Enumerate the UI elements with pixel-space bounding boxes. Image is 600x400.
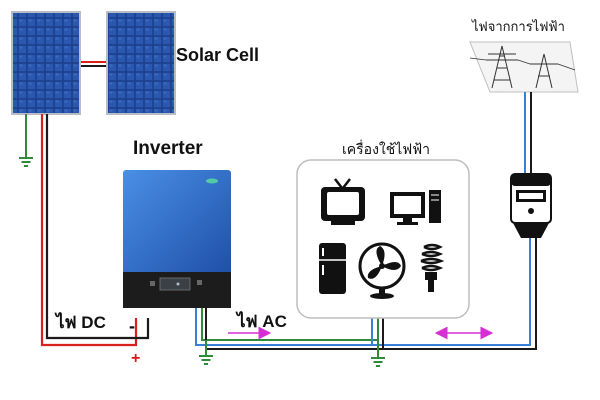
positive-terminal-label: +: [131, 350, 141, 367]
appliance-drops: [371, 318, 384, 349]
power-tower-icon: [469, 41, 579, 93]
negative-terminal-label: -: [129, 316, 135, 336]
ground-symbol-icon: [199, 340, 213, 365]
grid-wires: [524, 92, 532, 178]
electric-meter-icon: [510, 173, 552, 238]
fridge-icon: [319, 243, 346, 294]
solar-panel-icon: [11, 11, 176, 115]
ground-symbol-icon: [19, 157, 33, 167]
fan-icon: [358, 242, 406, 299]
tv-icon: [321, 178, 365, 225]
inverter-device-icon: [123, 170, 231, 308]
computer-icon: [390, 190, 441, 225]
panel-ground-wire: [19, 114, 33, 167]
grid-label: ไฟจากการไฟฟ้า: [472, 20, 565, 35]
dc-label: ไฟ DC: [56, 313, 106, 332]
inverter-ac-wires: [195, 238, 537, 352]
ac-label: ไฟ AC: [237, 312, 287, 331]
appliance-ground: [371, 318, 385, 367]
light-bulb-icon: [420, 243, 445, 292]
appliances-label: เครื่องใช้ไฟฟ้า: [342, 142, 430, 158]
solar-cell-label: Solar Cell: [176, 45, 260, 65]
dc-wires: [40, 114, 150, 347]
inverter-label: Inverter: [133, 138, 203, 159]
